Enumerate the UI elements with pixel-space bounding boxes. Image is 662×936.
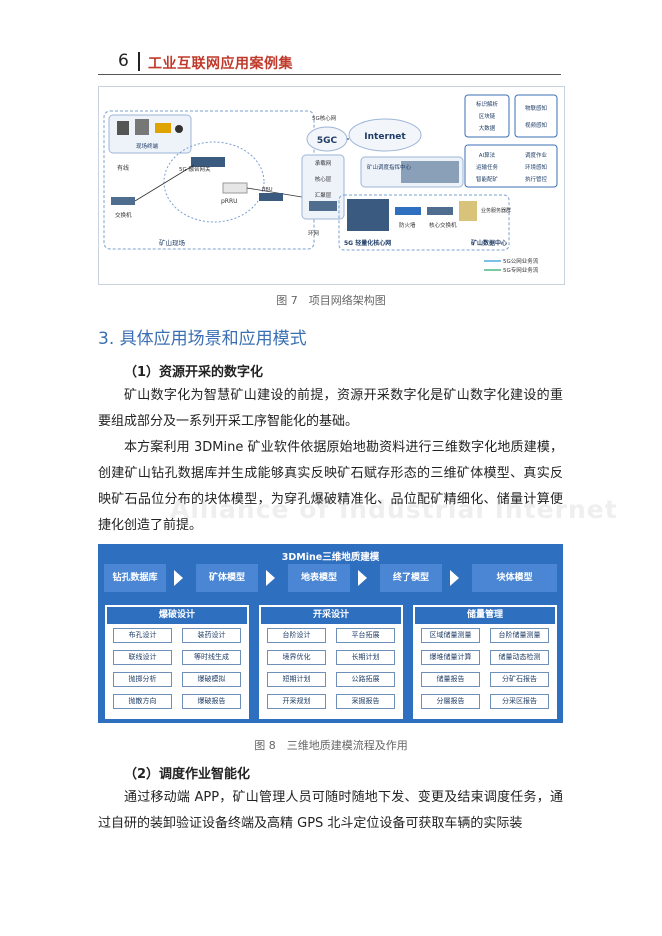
panel-item: 平台拓展 — [336, 628, 395, 643]
flow-step-orebody-model: 矿体模型 — [196, 564, 258, 592]
core-layer-label: 核心层 — [315, 175, 332, 183]
panel-item: 区域储量测量 — [421, 628, 480, 643]
panel-reserve-management: 储量管理 区域储量测量 台阶储量测量 爆堆储量计算 储量动态检测 储量报告 分矿… — [413, 605, 557, 719]
core-net-label: 5G核心网 — [312, 114, 337, 122]
command-center-label: 矿山调度指挥中心 — [367, 163, 412, 171]
prru-label: pRRU — [221, 198, 238, 205]
5gc-label: 5GC — [317, 136, 338, 146]
flow-arrow-icon — [174, 570, 183, 586]
bbu-label: BBU — [262, 187, 273, 193]
panel-mining-design: 开采设计 台阶设计 平台拓展 境界优化 长期计划 短期计划 公路拓展 开采规划 … — [259, 605, 403, 719]
bearer-label: 承载网 — [315, 159, 332, 167]
switch-label: 交换机 — [115, 211, 132, 219]
panel-item: 分層报告 — [421, 694, 480, 709]
svc-bottom-right-0: 调度作业 — [525, 151, 548, 159]
panel-item: 爆破报告 — [182, 694, 241, 709]
panel-item: 台阶储量测量 — [490, 628, 549, 643]
panel-item: 开采规划 — [267, 694, 326, 709]
header-rule — [98, 74, 561, 75]
flow-arrow-icon — [358, 570, 367, 586]
panel-item: 抛散方向 — [113, 694, 172, 709]
panel-title: 储量管理 — [415, 607, 555, 624]
panel-item: 等时线生成 — [182, 650, 241, 665]
panel-item: 爆破模拟 — [182, 672, 241, 687]
panel-item: 储量动态检测 — [490, 650, 549, 665]
mine-site-label: 矿山现场 — [159, 238, 186, 247]
panel-item: 爆堆储量计算 — [421, 650, 480, 665]
svc-top-right-0: 物联感知 — [525, 104, 547, 112]
internet-label: Internet — [364, 132, 406, 142]
site-terminal-label: 现场终端 — [136, 142, 159, 150]
ring-label: 环网 — [308, 230, 320, 237]
legend-public: 5G公网业务流 — [503, 257, 539, 265]
data-center-label: 矿山数据中心 — [471, 239, 507, 247]
panel-item: 抛掷分析 — [113, 672, 172, 687]
svc-top-1: 区块链 — [479, 112, 496, 120]
running-title: 工业互联网应用案例集 — [148, 56, 293, 72]
header-divider — [138, 52, 140, 71]
watermark-text: Alliance of Industrial Internet — [170, 495, 618, 524]
section-heading: 3. 具体应用场景和应用模式 — [98, 329, 307, 349]
panel-title: 开采设计 — [261, 607, 401, 624]
flow-step-final-model: 终了模型 — [380, 564, 442, 592]
panel-item: 储量报告 — [421, 672, 480, 687]
biz-server-label: 业务服务器群 — [481, 207, 511, 214]
firewall-label: 防火墙 — [399, 221, 416, 229]
panel-blast-design: 爆破设计 布孔设计 装药设计 联线设计 等时线生成 抛掷分析 爆破模拟 抛散方向… — [105, 605, 249, 719]
svc-bottom-right-1: 环境感知 — [525, 163, 547, 171]
core-switch-label: 核心交换机 — [429, 221, 457, 229]
panel-item: 布孔设计 — [113, 628, 172, 643]
figure7-caption: 图 7 项目网络架构图 — [276, 294, 386, 307]
paragraph-3: 通过移动端 APP，矿山管理人员可随时随地下发、变更及结束调度任务，通过自研的装… — [98, 790, 563, 831]
panel-item: 台阶设计 — [267, 628, 326, 643]
flow-step-drillhole-db: 钻孔数据库 — [104, 564, 166, 592]
panel-item: 联线设计 — [113, 650, 172, 665]
figure8-caption: 图 8 三维地质建模流程及作用 — [254, 739, 408, 752]
paragraph-1: 矿山数字化为智慧矿山建设的前提，资源开采数字化是矿山数字化建设的重要组成部分及一… — [98, 388, 563, 429]
svc-bottom-right-2: 执行管控 — [525, 175, 548, 183]
page-number: 6 — [118, 51, 129, 71]
wired-label: 有线 — [117, 164, 129, 172]
panel-item: 短期计划 — [267, 672, 326, 687]
panel-item: 装药设计 — [182, 628, 241, 643]
panel-title: 爆破设计 — [107, 607, 247, 624]
gateway-label: 5G 融合网关 — [179, 165, 211, 173]
svc-bottom-2: 智能配矿 — [476, 175, 499, 183]
modeling-flow: 钻孔数据库 矿体模型 地表模型 终了模型 块体模型 — [104, 564, 557, 592]
svc-bottom-1: 运输任务 — [476, 163, 499, 171]
svc-bottom-0: AI算法 — [479, 151, 496, 159]
paragraph-2: 本方案利用 3DMine 矿业软件依据原始地勘资料进行三维数字化地质建模，创建矿… — [98, 440, 563, 533]
panel-item: 境界优化 — [267, 650, 326, 665]
svc-top-right-1: 视频感知 — [525, 121, 547, 129]
panel-item: 分矿石报告 — [490, 672, 549, 687]
svc-top-0: 标识解析 — [476, 100, 499, 108]
panel-item: 分采区报告 — [490, 694, 549, 709]
panel-item: 长期计划 — [336, 650, 395, 665]
network-architecture-figure: 矿山现场 现场终端 有线 交换机 5G 融合网关 pRRU BBU 5G核心网 … — [98, 86, 565, 285]
svc-top-2: 大数据 — [479, 124, 496, 132]
flow-arrow-icon — [450, 570, 459, 586]
flow-step-block-model: 块体模型 — [472, 564, 557, 592]
3dmine-flow-figure: 3DMine三维地质建模 钻孔数据库 矿体模型 地表模型 终了模型 块体模型 爆… — [98, 544, 563, 723]
light-core-label: 5G 轻量化核心网 — [344, 239, 391, 247]
panel-item: 公路拓展 — [336, 672, 395, 687]
subsection-2-heading: （2）调度作业智能化 — [124, 767, 251, 782]
subsection-1-heading: （1）资源开采的数字化 — [124, 365, 264, 380]
aggregation-label: 汇聚层 — [315, 191, 332, 199]
figure8-title: 3DMine三维地质建模 — [281, 552, 380, 563]
flow-arrow-icon — [266, 570, 275, 586]
legend-private: 5G专网业务流 — [503, 266, 539, 274]
flow-step-surface-model: 地表模型 — [288, 564, 350, 592]
panel-item: 采掘报告 — [336, 694, 395, 709]
